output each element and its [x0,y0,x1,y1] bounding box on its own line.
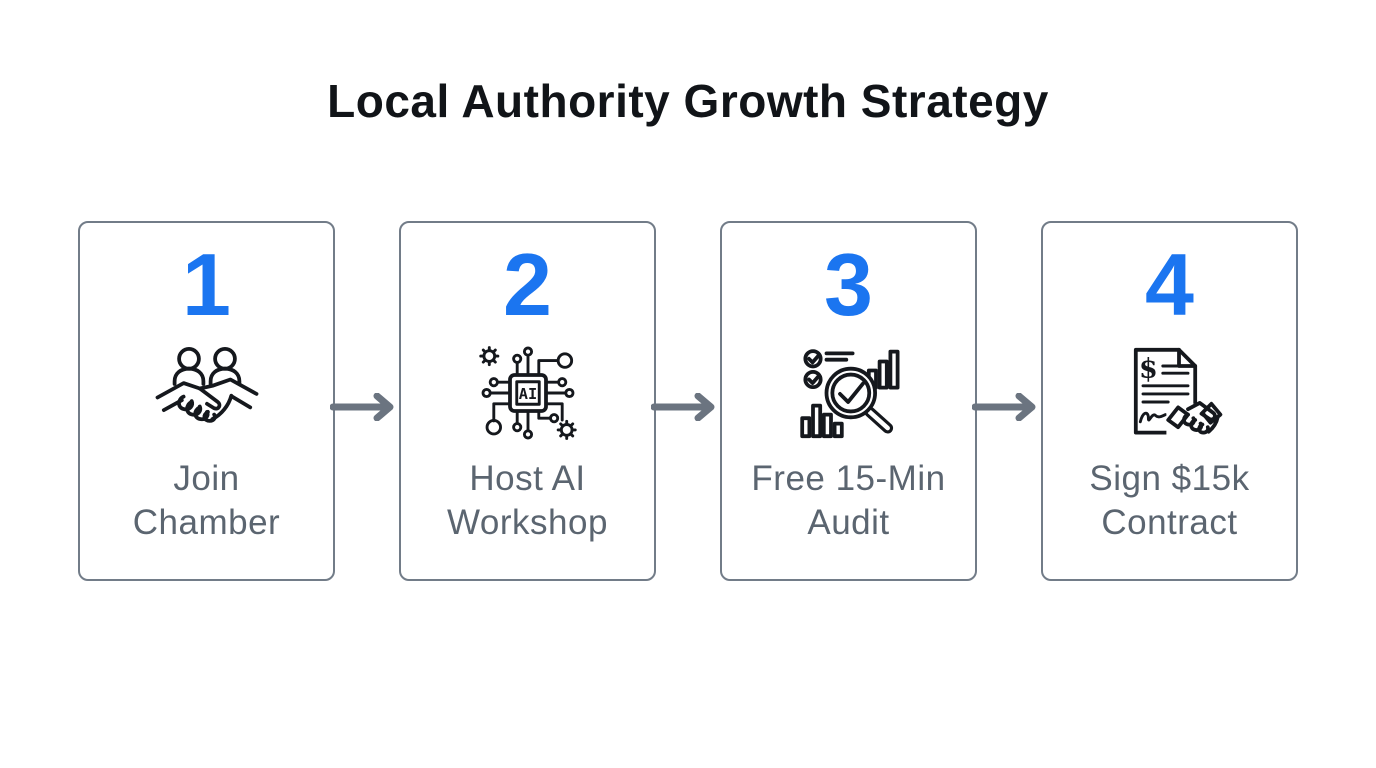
arrow-right-icon [972,393,1046,421]
step-label-line: Free 15-Min [751,459,946,499]
step-label-line: Sign $15k [1089,459,1250,499]
step-number: 2 [503,235,552,334]
step-label: Host AI Workshop [447,457,608,545]
step-label-line: Host AI [469,459,586,499]
step-label-line: Join [173,459,240,499]
step-number: 4 [1145,235,1194,334]
step-label: Join Chamber [133,457,280,545]
step-label-line: Contract [1101,503,1238,543]
ai-chip-icon: AI [474,339,582,447]
contract-handshake-icon: $ [1116,339,1224,447]
chip-label-text: AI [518,385,536,403]
page-title: Local Authority Growth Strategy [327,75,1049,127]
audit-magnifier-icon [795,339,903,447]
step-number: 3 [824,235,873,334]
step-label-line: Chamber [132,503,281,543]
step-number: 1 [182,235,231,334]
dollar-symbol-text: $ [1139,354,1158,385]
step-card-4: 4 $ [1041,221,1298,581]
arrow-right-icon [330,393,404,421]
step-card-3: 3 [720,221,977,581]
arrow-right-icon [651,393,725,421]
step-label-line: Workshop [447,503,608,543]
step-card-2: 2 [399,221,656,581]
step-card-1: 1 Join Chamber [78,221,335,581]
step-label: Sign $15k Contract [1089,457,1249,545]
process-flow: 1 Join Chamber [78,221,1298,581]
step-label-line: Audit [807,503,890,543]
step-label: Free 15-Min Audit [751,457,945,545]
people-handshake-icon [153,339,261,447]
